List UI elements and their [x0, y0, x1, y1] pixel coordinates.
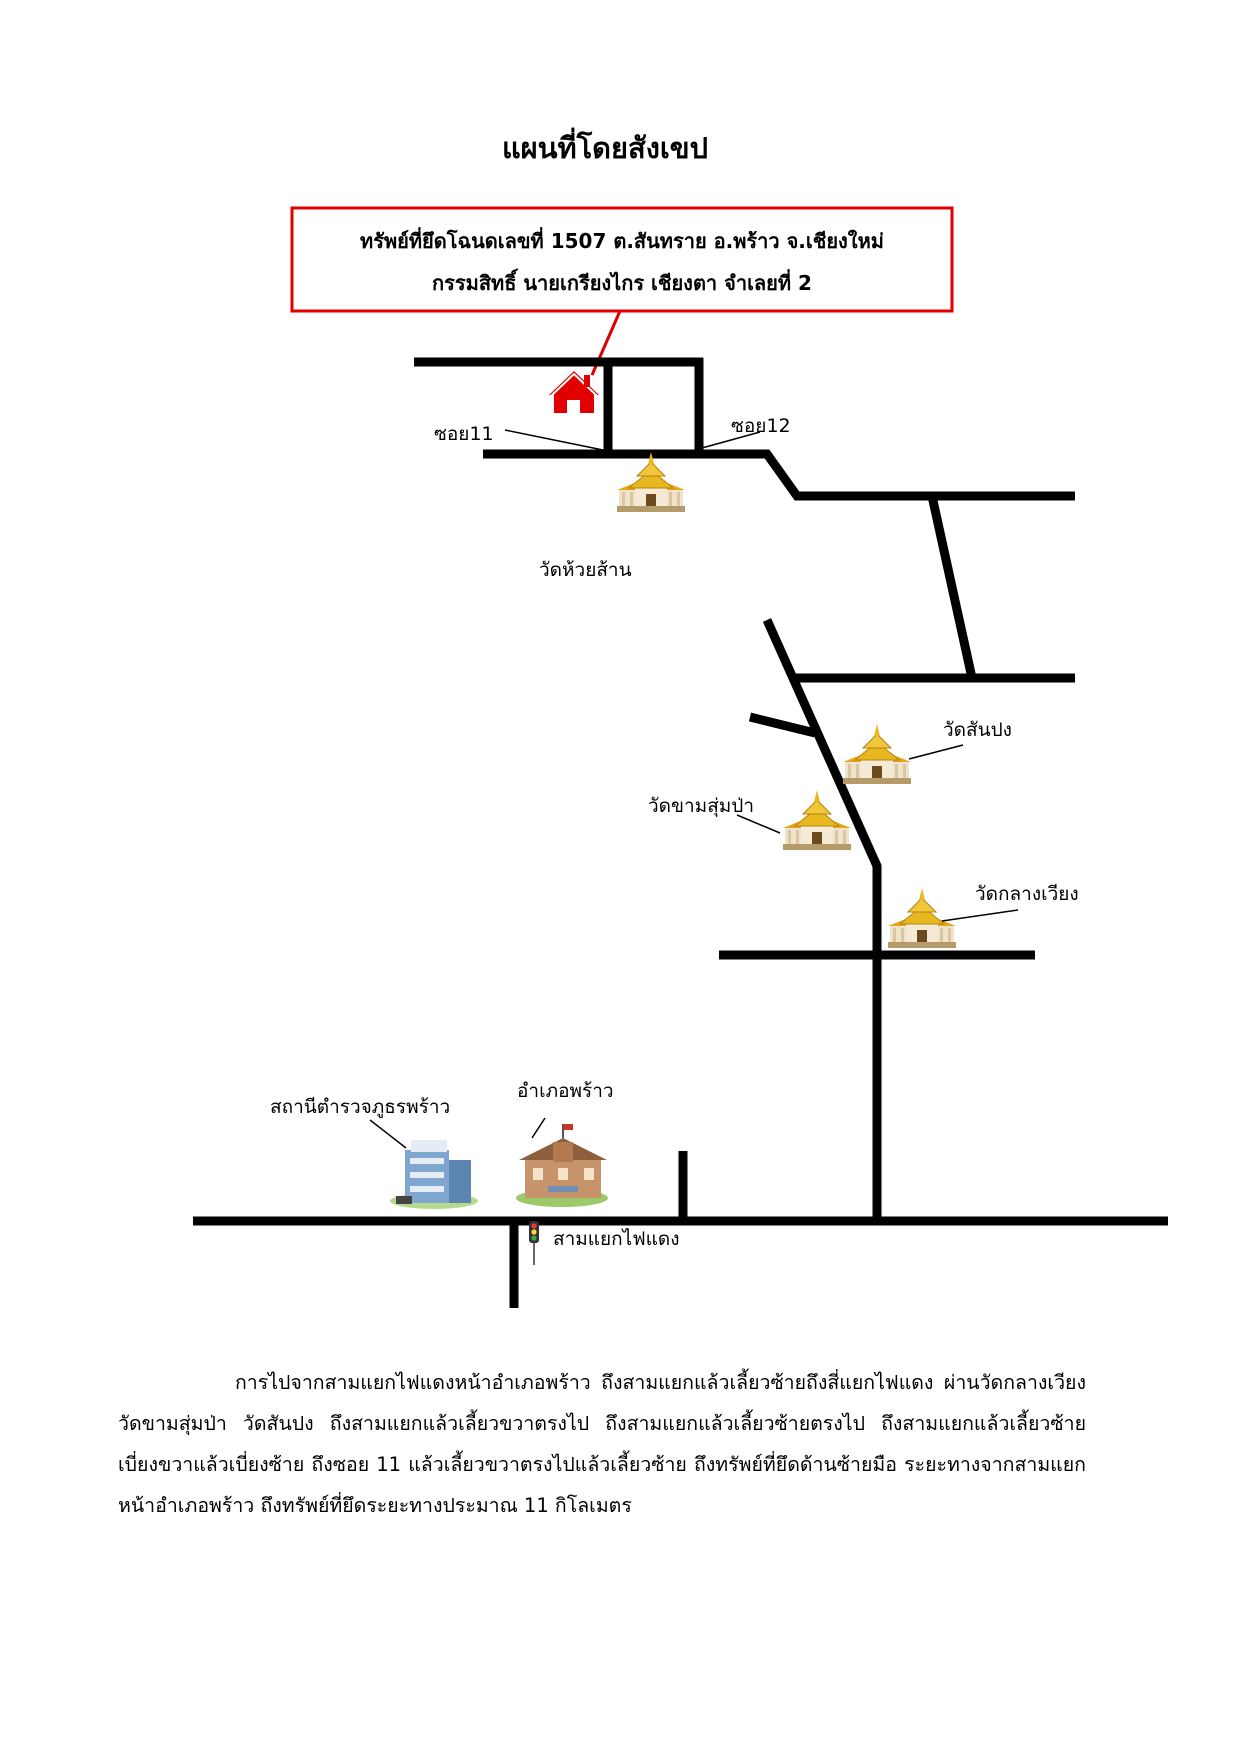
- road-diagonal-main: [762, 618, 882, 1218]
- police-station-leader: [369, 1119, 407, 1149]
- road-diagonal-right: [927, 495, 977, 679]
- district-office-leader: [531, 1117, 546, 1139]
- soi11-leader: [504, 429, 604, 451]
- traffic-light-junction-label: สามแยกไฟแดง: [553, 1228, 680, 1250]
- house-icon: [549, 371, 599, 413]
- road-main-upper: [483, 449, 1075, 501]
- road-network: [193, 357, 1168, 1308]
- district-office-label: อำเภอพร้าว: [517, 1080, 614, 1102]
- traffic-light-icon: [529, 1221, 539, 1265]
- soi12-leader: [701, 431, 761, 449]
- temple-icon: [842, 723, 912, 785]
- property-info-line2: กรรมสิทธิ์ นายเกรียงไกร เชียงตา จำเลยที่…: [432, 268, 812, 295]
- temple-icon: [782, 789, 852, 851]
- property-info-line1: ทรัพย์ที่ยึดโฉนดเลขที่ 1507 ต.สันทราย อ.…: [360, 226, 884, 253]
- wat-klang-wiang-leader: [941, 909, 1019, 922]
- temple-icon: [887, 887, 957, 949]
- map-title: แผนที่โดยสังเขป: [502, 127, 708, 165]
- police-station-icon: [390, 1140, 478, 1209]
- police-station-label: สถานีตำรวจภูธรพร้าว: [270, 1096, 450, 1118]
- temple-icon: [616, 451, 686, 513]
- directions-body: ผ่านวัดกลางเวียง วัดขามสุ่มป่า วัดสันปง …: [118, 1371, 1086, 1517]
- soi12-label: ซอย12: [731, 415, 791, 437]
- directions-first-line: การไปจากสามแยกไฟแดงหน้าอำเภอพร้าว ถึงสาม…: [235, 1371, 934, 1394]
- wat-huay-san-label: วัดห้วยส้าน: [539, 559, 632, 581]
- wat-san-pong-leader: [908, 744, 964, 760]
- wat-kham-sum-pa-label: วัดขามสุ่มป่า: [648, 795, 754, 818]
- soi11-label: ซอย11: [434, 423, 494, 445]
- road-spur-left: [748, 712, 817, 738]
- district-office-icon: [516, 1124, 608, 1207]
- wat-san-pong-label: วัดสันปง: [943, 719, 1012, 741]
- wat-klang-wiang-label: วัดกลางเวียง: [975, 883, 1079, 905]
- wat-kham-sum-pa-leader: [736, 814, 781, 834]
- directions-paragraph: การไปจากสามแยกไฟแดงหน้าอำเภอพร้าว ถึงสาม…: [118, 1362, 1086, 1526]
- property-info-box: [290, 206, 954, 313]
